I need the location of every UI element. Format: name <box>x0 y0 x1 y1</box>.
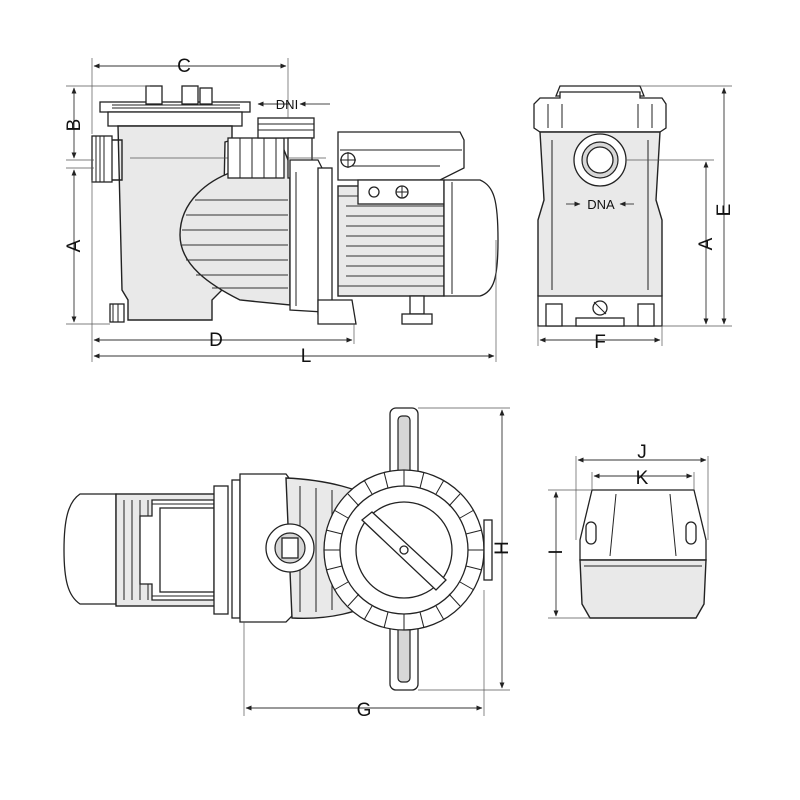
label-a-front: A <box>696 237 717 250</box>
dimension-j: J <box>575 442 709 540</box>
dimension-dna: DNA <box>566 197 634 212</box>
dimension-i: I <box>546 489 592 619</box>
label-k: K <box>636 468 649 489</box>
top-view: H G <box>63 407 513 721</box>
lid-view: J K I <box>546 442 709 619</box>
dimension-a-front: A <box>626 159 732 327</box>
dimension-g: G <box>243 590 485 721</box>
label-d: D <box>209 330 223 351</box>
dimension-h: H <box>418 407 513 691</box>
volute-housing <box>179 117 326 306</box>
dimension-l: L <box>93 240 497 367</box>
label-l: L <box>301 346 312 367</box>
dimension-c: C <box>91 56 289 134</box>
dimension-e: E <box>640 85 735 325</box>
lid-slot-left <box>585 521 597 545</box>
dimension-a-side: A <box>64 167 110 325</box>
label-j: J <box>637 442 647 463</box>
front-lid <box>533 91 667 133</box>
label-b: B <box>64 119 85 132</box>
dimension-b: B <box>64 85 150 161</box>
label-dni: DNI <box>276 97 298 112</box>
motor-flange <box>289 159 357 325</box>
lid-bottom <box>579 559 707 619</box>
lid-slot-right <box>685 521 697 545</box>
label-dna: DNA <box>587 197 615 212</box>
label-a-side: A <box>64 239 85 252</box>
side-view: C DNI B A D <box>64 56 499 367</box>
dimension-f: F <box>537 326 663 353</box>
top-fan-cover <box>63 493 117 605</box>
motor <box>337 131 499 325</box>
front-view: DNA A E F <box>533 85 735 353</box>
label-g: G <box>357 700 372 721</box>
dimension-d: D <box>91 180 355 362</box>
label-e: E <box>714 204 735 217</box>
lid-teeth <box>324 470 484 630</box>
dimension-k: K <box>591 468 695 490</box>
label-i: I <box>546 549 567 554</box>
label-f: F <box>594 332 606 353</box>
label-h: H <box>492 541 513 555</box>
label-c: C <box>177 56 191 77</box>
dimension-dni: DNI <box>257 97 330 112</box>
